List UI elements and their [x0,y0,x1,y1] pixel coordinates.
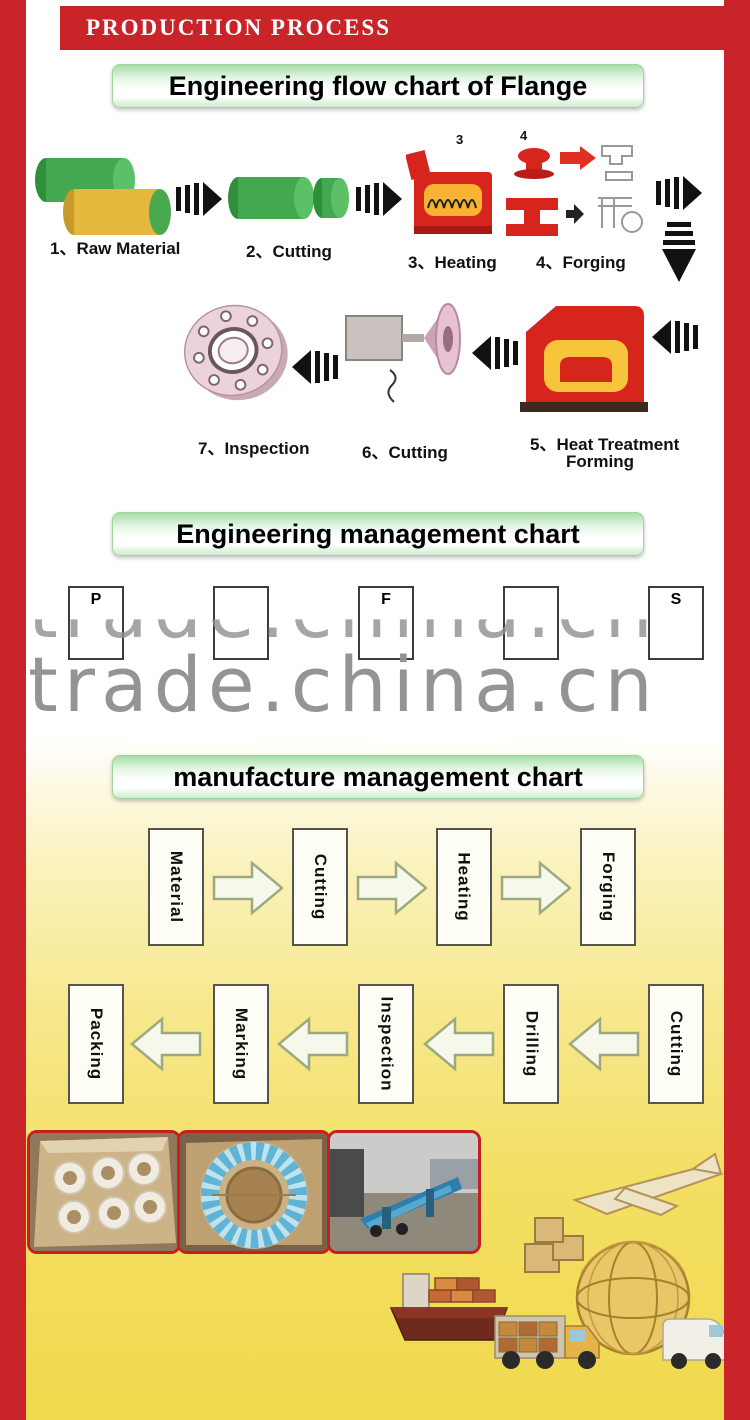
cutting-bars-icon [224,162,352,239]
process-arrow-right-icon [212,860,284,921]
eng-mgmt-box: S [648,586,704,660]
blue-wrapped-flange-photo [177,1130,331,1254]
eng-mgmt-box [503,586,559,660]
heat-treatment-machine-icon [516,292,651,427]
mfg-box-cutting-2: Cutting [648,984,704,1104]
mfg-box-label: Inspection [377,996,397,1092]
eng-mgmt-box: F [358,586,414,660]
logistics-illustration [375,1148,737,1398]
flow-section-title: Engineering flow chart of Flange [168,70,588,101]
mfg-banner: manufacture management chart [112,755,644,799]
process-arrow-left-icon [130,1016,202,1077]
mfg-box-label: Forging [599,851,619,923]
step-label-inspection: 7、Inspection [198,439,310,458]
mfg-box-label: Marking [232,1007,251,1081]
process-arrow-right-icon [356,860,428,921]
forging-dies-icon [502,140,652,260]
step-label-heating: 3、Heating [408,253,497,272]
figure-number-4: 4 [520,128,528,143]
mfg-box-marking: Marking [213,984,269,1104]
mfg-box-label: Packing [87,1007,107,1081]
mfg-box-drilling: Drilling [503,984,559,1104]
mfg-box-label: Cutting [311,853,331,921]
raw-material-icon [28,148,178,248]
machining-cutting-icon [338,298,470,415]
process-arrow-left-icon [277,1016,349,1077]
flow-arrow-left-icon [472,336,518,375]
process-arrow-left-icon [568,1016,640,1077]
right-red-border [724,0,750,1420]
mfg-box-label: Material [167,850,186,924]
step-label-cutting: 2、Cutting [246,242,332,261]
packed-flanges-photo [27,1130,181,1254]
inspection-flange-icon [180,296,292,413]
figure-number-3: 3 [456,132,464,147]
eng-mgmt-banner: Engineering management chart [112,512,644,556]
mfg-box-label: Drilling [522,1010,541,1078]
step-label-forging: 4、Forging [536,253,626,272]
eng-mgmt-box: P [68,586,124,660]
eng-box-letter: F [381,591,391,608]
flow-arrow-left-icon [292,350,338,389]
mfg-box-label: Cutting [667,1010,687,1078]
step-label-heat-treatment: 5、Heat Treatment [530,435,680,454]
step-label-cutting-6: 6、Cutting [362,443,448,462]
mfg-box-forging: Forging [580,828,636,946]
flow-arrow-down-icon [662,222,696,291]
step-label-raw-material: 1、Raw Material [50,239,181,258]
container-loading-photo [327,1130,481,1254]
eng-box-letter: S [670,591,682,608]
header-bar: PRODUCTION PROCESS [60,6,750,50]
eng-box-letter: P [90,591,102,608]
mfg-box-packing: Packing [68,984,124,1104]
mfg-box-cutting: Cutting [292,828,348,946]
mfg-box-label: Heating [455,852,474,922]
mfg-title: manufacture management chart [173,761,583,792]
left-red-border [0,0,26,1420]
watermark: trade.china.cn [28,640,659,729]
flow-arrow-right-icon [356,182,402,221]
step-label-forming: Forming [566,452,634,471]
eng-mgmt-title: Engineering management chart [176,518,580,549]
watermark-partial: trade.china.cn [28,566,659,655]
flow-section-banner: Engineering flow chart of Flange [112,64,644,108]
page-title: PRODUCTION PROCESS [86,15,392,40]
flow-arrow-left-icon [652,320,698,359]
heating-furnace-icon [405,148,498,249]
eng-mgmt-box [213,586,269,660]
mfg-box-material: Material [148,828,204,946]
process-arrow-right-icon [500,860,572,921]
flow-arrow-right-icon [176,182,222,221]
mfg-box-heating: Heating [436,828,492,946]
flow-arrow-right-icon [656,176,702,215]
mfg-box-inspection: Inspection [358,984,414,1104]
process-arrow-left-icon [423,1016,495,1077]
